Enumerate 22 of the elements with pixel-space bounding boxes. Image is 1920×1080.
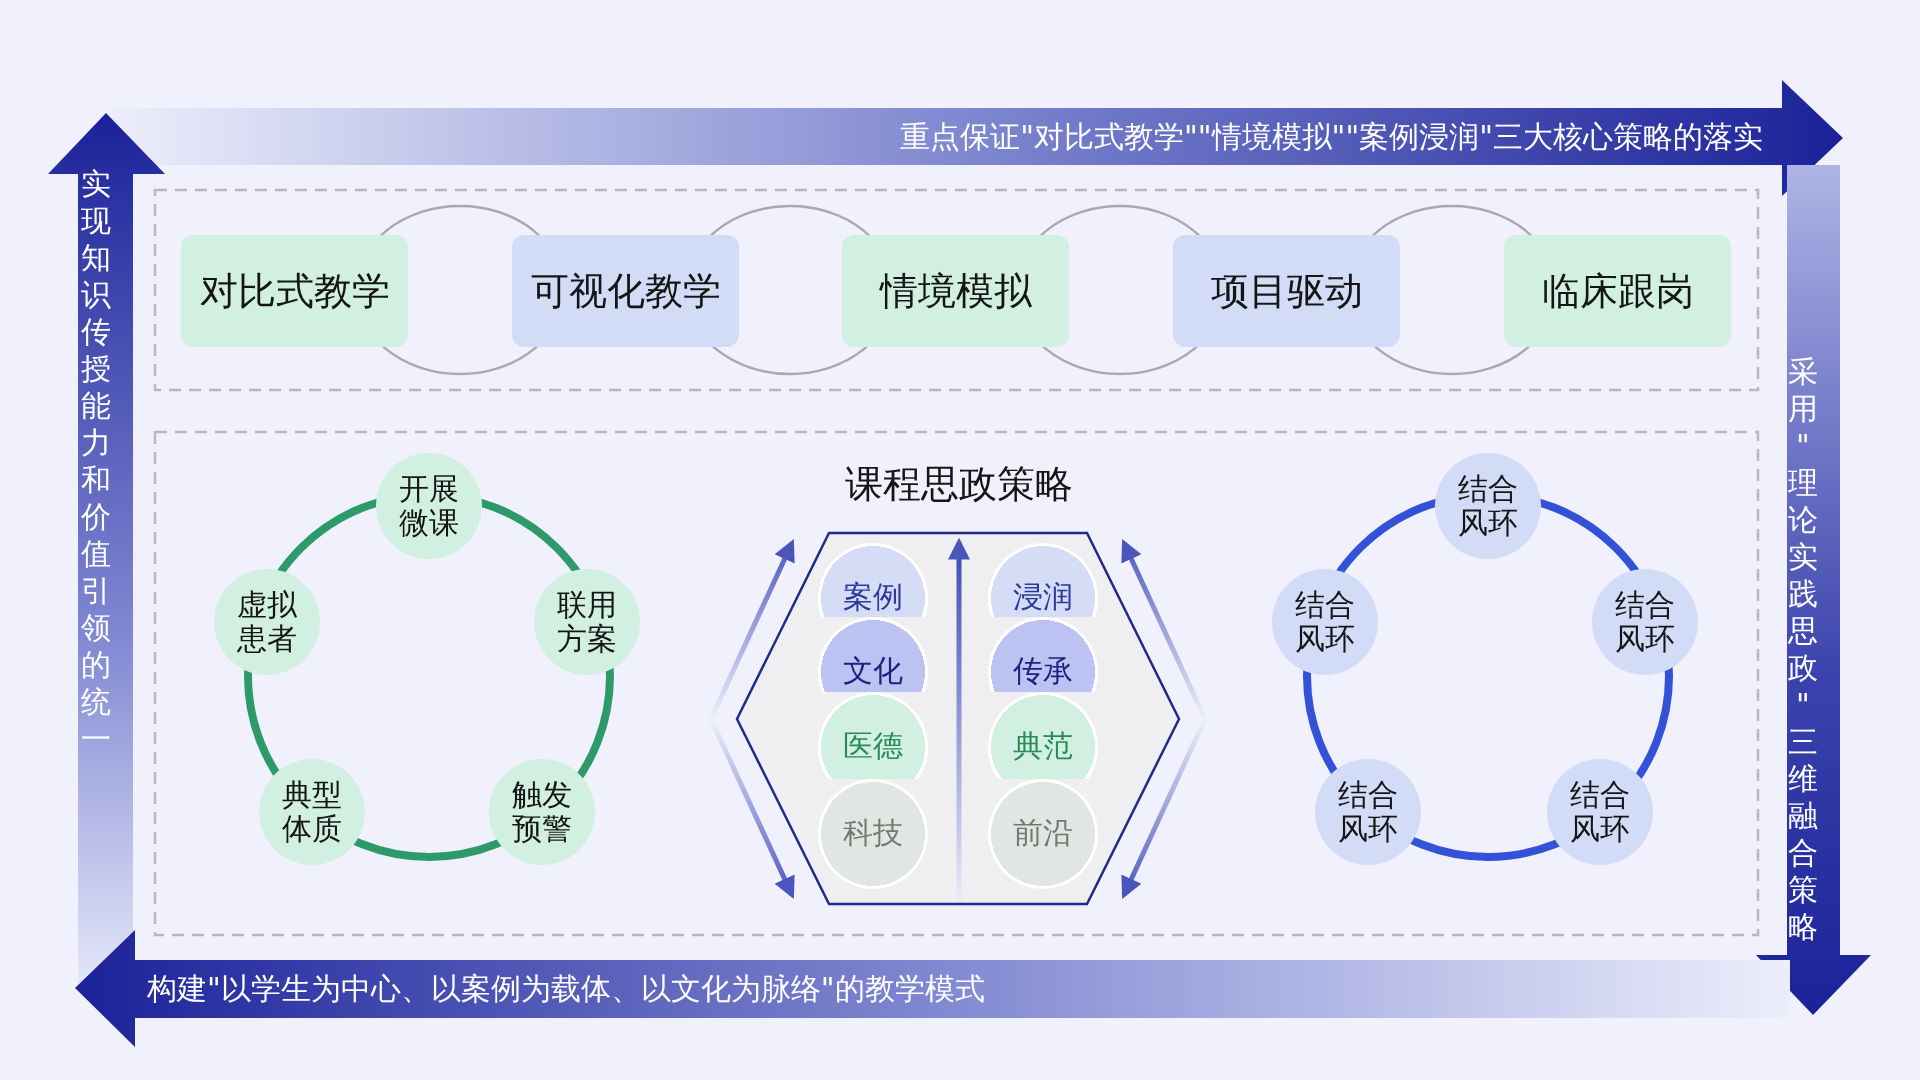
strategy-box: 临床跟岗 xyxy=(1504,235,1731,347)
topic-circle: 结合风环 xyxy=(1272,569,1378,675)
topic-circle: 触发预警 xyxy=(489,759,595,865)
strategy-box: 项目驱动 xyxy=(1173,235,1400,347)
topic-circle: 结合风环 xyxy=(1315,759,1421,865)
band-text: 重点保证"对比式教学""情境模拟""案例浸润"三大核心策略的落实 xyxy=(900,118,1763,156)
topic-circle: 结合风环 xyxy=(1592,569,1698,675)
double-arrow xyxy=(1121,539,1208,899)
strategy-box: 可视化教学 xyxy=(512,235,739,347)
band-text: 实现知识传授能力和价值引领的统一 xyxy=(81,165,111,757)
topic-circle: 联用方案 xyxy=(534,569,640,675)
strategy-box: 情境模拟 xyxy=(842,235,1069,347)
band-text: 采用"理论实践思政"三维融合策略 xyxy=(1788,353,1818,945)
strategy-box: 对比式教学 xyxy=(181,235,408,347)
double-arrow xyxy=(708,539,795,899)
topic-circle: 虚拟患者 xyxy=(214,569,320,675)
band-text: 构建"以学生为中心、以案例为载体、以文化为脉络"的教学模式 xyxy=(147,970,985,1008)
topic-circle: 典型体质 xyxy=(259,759,365,865)
section-heading: 课程思政策略 xyxy=(845,460,1073,508)
topic-circle: 结合风环 xyxy=(1547,759,1653,865)
topic-circle: 开展微课 xyxy=(376,453,482,559)
topic-circle: 结合风环 xyxy=(1435,453,1541,559)
